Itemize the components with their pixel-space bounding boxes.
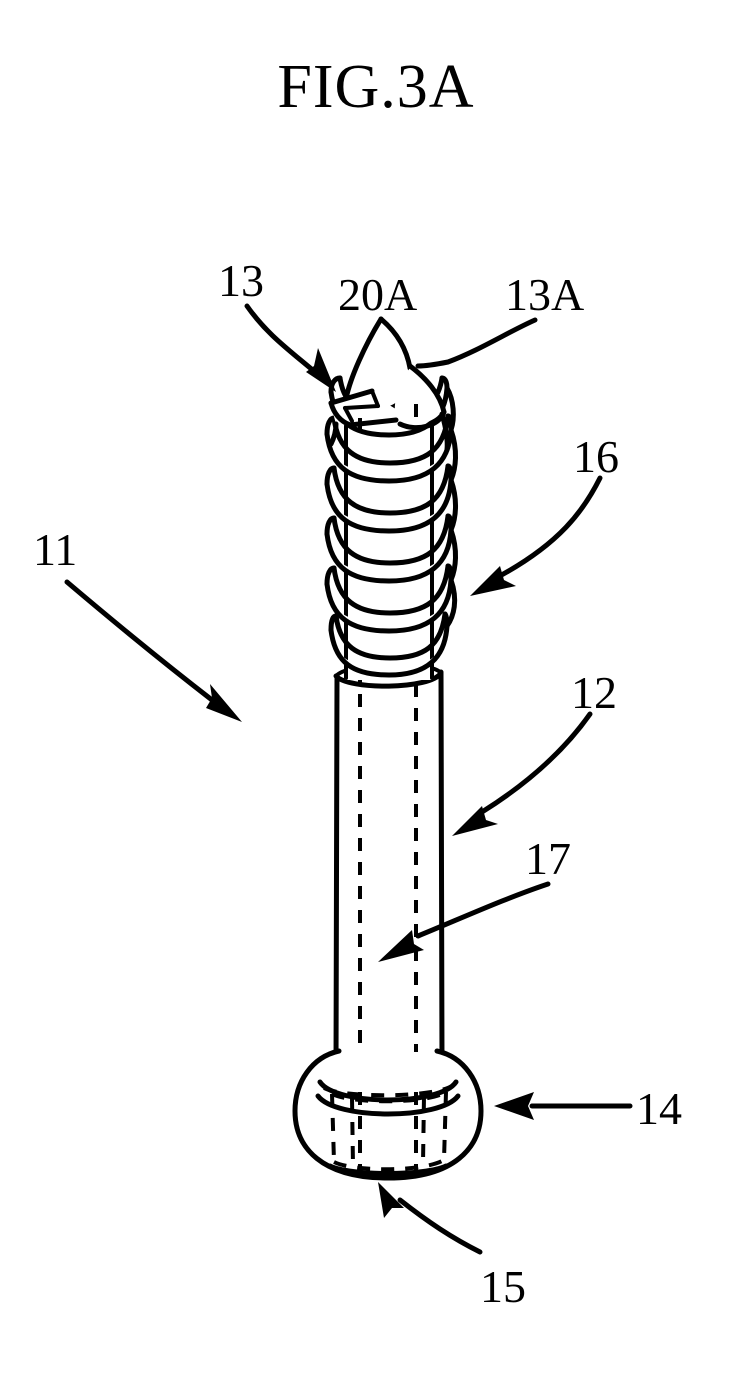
thread-runout-right [448, 427, 458, 483]
tip-base-left [328, 421, 339, 447]
shank-top-ellipse [333, 670, 444, 689]
reference-label-13A: 13A [505, 269, 585, 320]
tip-chisel-facet-2 [343, 406, 354, 423]
reference-label-11: 11 [33, 524, 78, 575]
leader-15 [397, 1197, 483, 1255]
tip-chisel-facet [343, 404, 380, 410]
tip-right-flute-outer [407, 363, 447, 415]
head-group [292, 1048, 484, 1181]
figure-title: FIG.3A [277, 53, 475, 121]
head-socket-hidden-top [331, 1090, 448, 1104]
reference-label-14: 14 [636, 1083, 682, 1134]
tip-chisel-edge-upper [328, 388, 375, 406]
thread-turn [324, 513, 454, 584]
reference-label-13: 13 [218, 255, 264, 306]
reference-label-16: 16 [573, 431, 619, 482]
leader-lines-group [64, 303, 633, 1255]
head-socket-hidden-inner-left [350, 1097, 355, 1167]
thread-runout-right-3 [448, 527, 458, 583]
leader-13-arrowhead [306, 348, 336, 392]
tip-base-right [439, 411, 450, 453]
tip-chisel-edge-lower [328, 400, 353, 428]
shank-left-edge [333, 673, 340, 1071]
reference-label-17: 17 [525, 833, 571, 884]
head-socket-hidden-right [442, 1091, 448, 1161]
leader-17-arrowhead [378, 930, 424, 962]
head-socket-hidden-inner-right [421, 1095, 426, 1165]
leader-12-arrowhead [452, 806, 498, 836]
thread-runout-right-2 [448, 477, 458, 533]
leader-16-arrowhead [470, 566, 516, 596]
leader-17 [415, 881, 551, 939]
shank-right-edge [438, 669, 445, 1067]
leader-13A [415, 317, 538, 369]
reference-label-15: 15 [480, 1261, 526, 1312]
leader-13 [244, 303, 325, 381]
thread-group [324, 375, 458, 680]
thread-runout-right-4 [444, 577, 458, 629]
leader-15-arrowhead [378, 1182, 404, 1218]
head-socket-hidden-mid [323, 1084, 454, 1098]
leader-16 [493, 475, 603, 581]
tip-apex-edge-left [343, 316, 384, 402]
head-socket-hidden-left [330, 1093, 336, 1163]
tip-chisel-facet-3 [370, 389, 380, 408]
screw-tip-group [328, 316, 450, 453]
leader-14-arrowhead [494, 1092, 534, 1120]
reference-label-12: 12 [571, 667, 617, 718]
leader-11-arrowhead [206, 684, 242, 722]
leader-12 [479, 711, 593, 815]
leader-11 [64, 579, 215, 703]
reference-label-20A: 20A [338, 269, 418, 320]
head-seat-band [315, 1093, 461, 1117]
head-bottom-flat [327, 1163, 449, 1176]
cannulated-bore-group [358, 420, 418, 1092]
shank-group [333, 662, 445, 1071]
head-socket-hidden-bottom [333, 1158, 446, 1172]
thread-runout-right-top [444, 385, 456, 433]
tip-apex-edge-right [378, 316, 413, 371]
tip-chisel-edge-right [347, 417, 399, 428]
